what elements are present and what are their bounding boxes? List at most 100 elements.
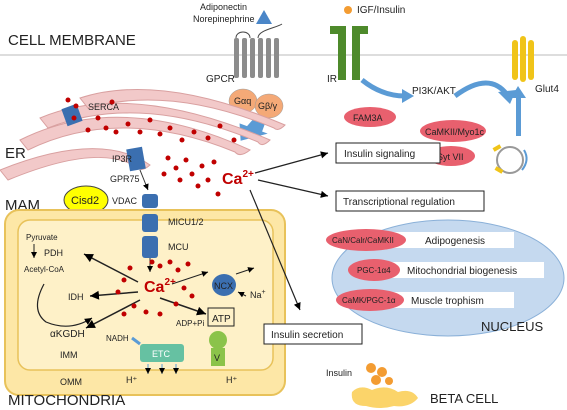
nucleus-label: NUCLEUS [481, 319, 543, 334]
ncx-out-arrow [235, 267, 255, 275]
insulin-granules-icon [366, 363, 393, 385]
syt-vii-label: Syt VII [437, 152, 464, 162]
etc-complex [140, 344, 184, 362]
atp-label: ATP [212, 314, 231, 325]
ca-to-atp-arrow [159, 297, 207, 316]
camkii-myo1c-label: CaMKII/Myo1c [425, 127, 485, 137]
cell-membrane-label: CELL MEMBRANE [8, 32, 136, 49]
g-alpha-q-label: Gαq [234, 96, 251, 106]
g-beta-gamma-label: Gβ/γ [258, 101, 278, 111]
insulin-signaling-box [335, 142, 441, 164]
mito-biogenesis-label: Mitochondrial biogenesis [407, 266, 517, 277]
micu-channel-icon [142, 214, 158, 232]
fam3a-label: FAM3A [353, 113, 383, 123]
mcu-label: MCU [168, 242, 189, 252]
pgc1a4-ellipse [348, 259, 400, 281]
serca-label: SERCA [88, 102, 119, 112]
muscle-trophism-label: Muscle trophism [411, 296, 484, 307]
mitochondria-label: MITOCHONDRIA [8, 392, 125, 409]
norepinephrine-label: Norepinephrine [193, 14, 255, 24]
fam3a-ellipse [344, 107, 396, 127]
igf-ligand-icon [344, 6, 352, 14]
ir-to-pi3k-arrow [360, 78, 406, 99]
can-calr-ellipse [326, 229, 406, 251]
ip3r-label: IP3R [112, 154, 133, 164]
pi3k-akt-label: PI3K/AKT [412, 86, 456, 97]
ir-label: IR [327, 74, 337, 85]
ca-to-insulin-secretion-arrow [249, 189, 301, 311]
ca-to-idh-arrow [89, 290, 139, 300]
pdh-label: PDH [44, 248, 63, 258]
igf-insulin-label: IGF/Insulin [357, 5, 405, 16]
v-label: V [214, 353, 220, 363]
ncx-label: NCX [214, 281, 233, 291]
insulin-secretion-box [263, 323, 363, 345]
adipogenesis-box [390, 232, 514, 248]
ncx-exchanger-ellipse [212, 274, 236, 296]
adipogenesis-label: Adipogenesis [425, 236, 485, 247]
endoplasmic-reticulum [0, 88, 286, 181]
camk-pgc-label: CaMK/PGC-1α [342, 296, 396, 305]
na-label: Na+ [250, 289, 266, 300]
omm-label: OMM [60, 377, 82, 387]
ip3r-channel-icon [126, 146, 146, 172]
ca-to-pdh-arrow [83, 253, 139, 283]
cisd2-label: Cisd2 [71, 195, 99, 207]
glut4-label: Glut4 [535, 84, 559, 95]
camk-pgc-ellipse [336, 289, 404, 311]
ip3r-to-vdac-arrow [139, 169, 149, 191]
insulin-signaling-label: Insulin signaling [344, 149, 415, 160]
adiponectin-label: Adiponectin [200, 2, 247, 12]
mito-biogenesis-box [390, 262, 544, 278]
ca-to-insulin-signaling-arrow [254, 151, 329, 174]
er-label: ER [5, 145, 26, 162]
insulin-label: Insulin [326, 368, 352, 378]
pgc1a4-label: PGC-1α4 [357, 266, 391, 275]
can-calr-label: CaN/Calr/CaMKII [332, 236, 394, 245]
insulin-secretion-label: Insulin secretion [271, 330, 343, 341]
micu-label: MICU1/2 [168, 217, 204, 227]
h-plus-right-label: H⁺ [226, 375, 237, 385]
gpcr-label: GPCR [206, 74, 235, 85]
pyruvate-label: Pyruvate [26, 233, 58, 242]
glut4-up-arrowhead-icon [511, 86, 526, 98]
ca-to-akgdh-arrow [85, 299, 141, 329]
atp-synthase-icon [209, 331, 227, 366]
acetyl-coa-label: Acetyl-CoA [24, 265, 65, 274]
transcriptional-regulation-box [335, 190, 485, 212]
nadh-label: NADH [106, 334, 129, 343]
ligand-triangle-icon [256, 10, 272, 24]
etc-label: ETC [152, 349, 171, 359]
glut4-arrowhead-icon [498, 90, 516, 104]
calcium-ion-dots [65, 97, 237, 317]
ca-to-ncx-arrow [171, 271, 209, 285]
insulin-receptor-icon [330, 26, 368, 80]
mito-calcium-label: Ca2+ [144, 277, 176, 296]
mcu-channel-icon [142, 236, 158, 258]
na-in-arrow [237, 291, 247, 298]
glut4-up-arrow-shaft [516, 96, 521, 136]
vdac-label: VDAC [112, 196, 138, 206]
transcriptional-regulation-label: Transcriptional regulation [343, 197, 455, 208]
nadh-to-etc-arrow [131, 336, 141, 346]
muscle-trophism-box [390, 292, 514, 308]
vesicle-curved-arrow [521, 149, 528, 171]
atp-box [207, 307, 235, 327]
tca-cycle-arrow [36, 283, 93, 327]
vesicle-glut4-icon [492, 144, 504, 174]
cytosolic-calcium-label: Ca2+ [222, 169, 254, 188]
gpr75-label: GPR75 [110, 174, 140, 184]
idh-label: IDH [68, 292, 84, 302]
glut4-transporter-icon [512, 36, 534, 82]
imm-label: IMM [60, 350, 78, 360]
ca-to-transcription-arrow [257, 179, 329, 198]
beta-cell-shape [351, 387, 418, 408]
serca-pump-icon [61, 103, 83, 127]
vdac-channel-icon [142, 194, 158, 208]
akgdh-label: αKGDH [50, 329, 85, 340]
gpcr-receptor-icon [234, 23, 283, 78]
adp-pi-label: ADP+Pi [176, 319, 204, 328]
camkii-myo1c-ellipse [420, 120, 486, 142]
pi3k-to-glut4-arrow [453, 80, 511, 99]
